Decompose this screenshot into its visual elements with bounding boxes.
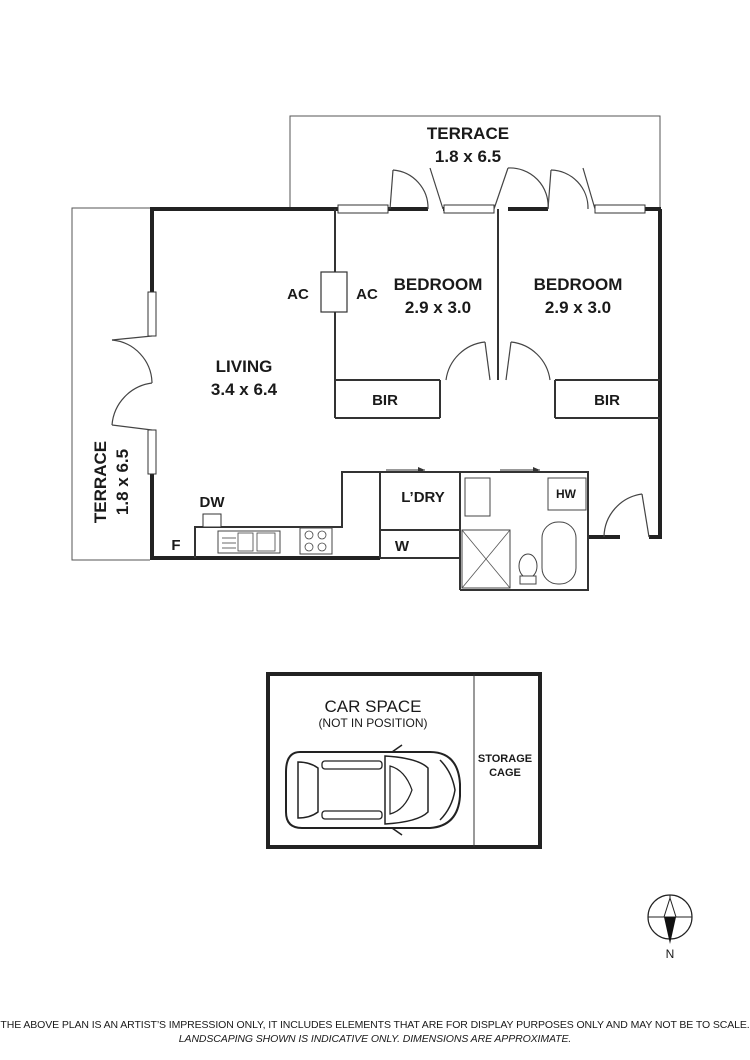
bedroom-1-walls (334, 209, 499, 419)
window-bedroom1 (337, 204, 389, 214)
washer-label: W (395, 538, 410, 555)
window-bedroom1-right (443, 204, 495, 214)
terrace-left-size: 1.8 x 6.5 (113, 449, 132, 515)
disclaimer: THE ABOVE PLAN IS AN ARTIST’S IMPRESSION… (0, 1018, 750, 1046)
fridge-label: F (171, 537, 180, 554)
terrace-top-name: TERRACE (427, 124, 509, 143)
laundry-room (379, 467, 461, 590)
terrace-left-name: TERRACE (91, 441, 110, 523)
entry-door (603, 493, 650, 538)
bedroom-2-walls (554, 379, 660, 419)
kitchen (194, 471, 380, 558)
ac-unit (320, 271, 348, 313)
storage-cage-line2: CAGE (489, 767, 521, 779)
ac-bedroom-label: AC (356, 286, 378, 303)
hot-water-label: HW (556, 487, 577, 501)
disclaimer-line-2: LANDSCAPING SHOWN IS INDICATIVE ONLY. DI… (178, 1033, 572, 1045)
bedroom-2-size: 2.9 x 3.0 (545, 298, 611, 317)
bir-2-label: BIR (594, 392, 620, 409)
storage-cage-line1: STORAGE (478, 753, 532, 765)
bedroom-2-name: BEDROOM (534, 275, 623, 294)
dishwasher-label: DW (200, 494, 226, 511)
compass-label: N (666, 947, 675, 961)
north-compass-icon: N (647, 894, 693, 961)
disclaimer-line-1: THE ABOVE PLAN IS AN ARTIST’S IMPRESSION… (0, 1019, 750, 1031)
window-left-lower (147, 429, 157, 475)
terrace-top-doors-1 (389, 167, 596, 210)
car-space: CAR SPACE (NOT IN POSITION) STORAGE CAGE (266, 672, 542, 849)
bedroom-doors (445, 341, 551, 381)
ac-living-label: AC (287, 286, 309, 303)
living-size: 3.4 x 6.4 (211, 380, 278, 399)
terrace-left-area (71, 207, 150, 561)
car-icon (285, 744, 461, 836)
window-left-upper (147, 291, 157, 337)
terrace-top-size: 1.8 x 6.5 (435, 147, 501, 166)
terrace-left-doors (111, 335, 153, 431)
terrace-top-area (289, 115, 661, 207)
window-bedroom2 (594, 204, 646, 214)
bedroom-1-name: BEDROOM (394, 275, 483, 294)
car-space-subtitle: (NOT IN POSITION) (318, 716, 427, 730)
bathroom (460, 467, 589, 591)
bir-1-label: BIR (372, 392, 398, 409)
laundry-label: L’DRY (401, 489, 445, 506)
bedroom-1-size: 2.9 x 3.0 (405, 298, 471, 317)
living-name: LIVING (216, 357, 273, 376)
car-space-title: CAR SPACE (325, 697, 422, 716)
